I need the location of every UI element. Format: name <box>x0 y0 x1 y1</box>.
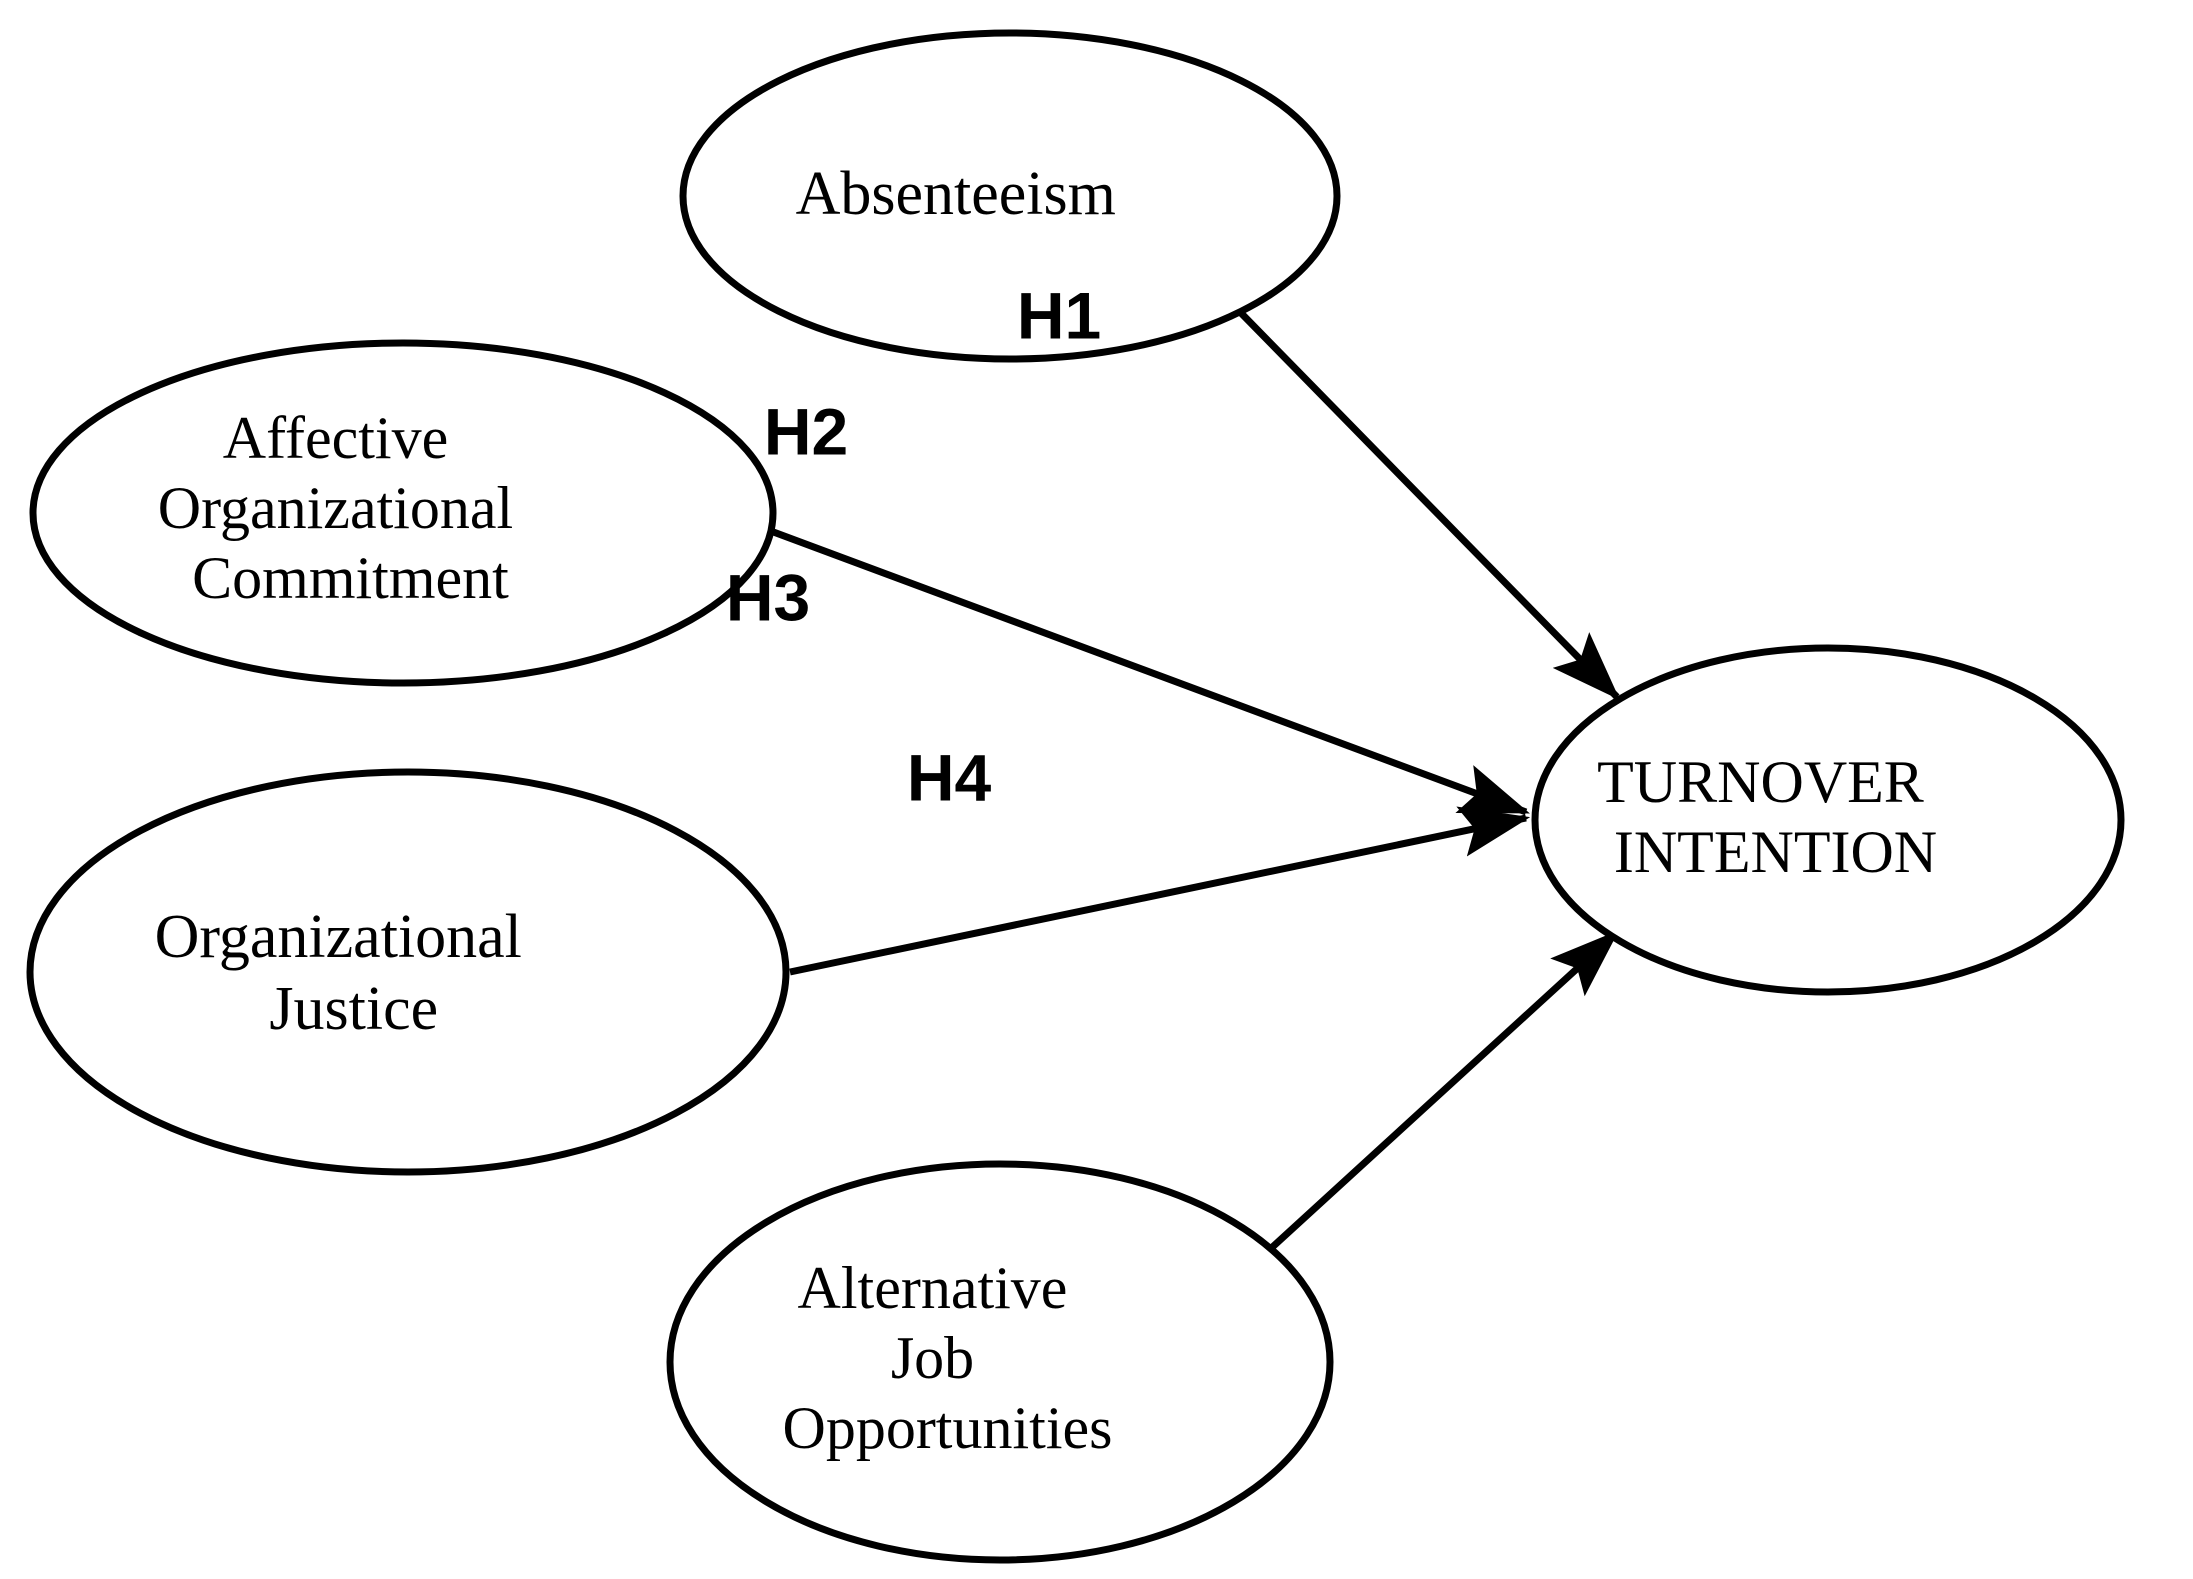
edge-h4 <box>1253 930 1620 1265</box>
edge-h2 <box>758 523 1530 816</box>
path-label-h1: H1 <box>1017 278 1101 352</box>
node-turnover-line-1: TURNOVER <box>1597 749 1924 815</box>
node-affective-organizational-commitment[interactable]: Affective Organizational Commitment <box>29 339 777 687</box>
node-altjob-line-1: Alternative <box>798 1255 1068 1321</box>
node-affective-organizational-commitment-ellipse <box>29 339 777 687</box>
node-alternative-job-opportunities-ellipse <box>666 1160 1334 1564</box>
path-label-h2: H2 <box>764 394 848 468</box>
node-turnover-intention-label: TURNOVER INTENTION <box>1597 749 2059 885</box>
node-organizational-justice-label: Organizational Justice <box>155 903 662 1043</box>
node-affective-line-1: Affective <box>223 405 448 471</box>
node-alternative-job-opportunities[interactable]: Alternative Job Opportunities <box>666 1160 1334 1564</box>
node-affective-organizational-commitment-label: Affective Organizational Commitment <box>158 405 648 611</box>
node-turnover-intention-ellipse <box>1531 644 2125 996</box>
node-justice-line-2: Justice <box>269 975 438 1043</box>
node-organizational-justice[interactable]: Organizational Justice <box>26 768 790 1176</box>
path-label-h4: H4 <box>907 740 992 814</box>
node-turnover-intention[interactable]: TURNOVER INTENTION <box>1531 644 2125 996</box>
node-affective-line-2: Organizational <box>158 475 513 541</box>
node-absenteeism-label: Absenteeism <box>796 160 1225 228</box>
node-absenteeism[interactable]: Absenteeism <box>679 29 1341 363</box>
node-justice-line-1: Organizational <box>155 903 522 971</box>
node-organizational-justice-ellipse <box>26 768 790 1176</box>
node-turnover-line-2: INTENTION <box>1614 819 1937 885</box>
node-altjob-line-2: Job <box>891 1325 974 1391</box>
edge-h3 <box>789 806 1531 976</box>
node-affective-line-3: Commitment <box>192 545 509 611</box>
node-absenteeism-line-1: Absenteeism <box>796 160 1116 228</box>
node-alternative-job-opportunities-label: Alternative Job Opportunities <box>783 1255 1218 1461</box>
node-absenteeism-ellipse <box>679 29 1341 363</box>
path-label-h3: H3 <box>726 560 810 634</box>
edge-h1 <box>1238 310 1620 701</box>
node-altjob-line-3: Opportunities <box>783 1395 1113 1461</box>
